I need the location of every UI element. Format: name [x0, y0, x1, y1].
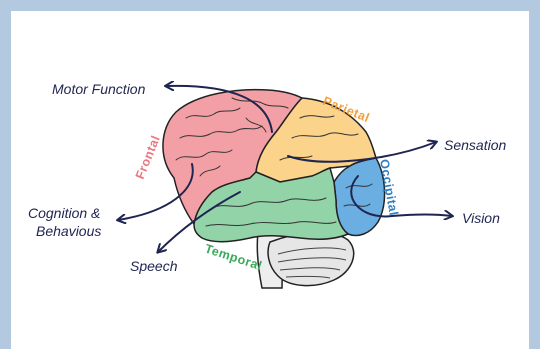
sensation-label: Sensation — [444, 137, 506, 153]
cognition-label-line2: Behavious — [36, 223, 101, 239]
temporal-label: Temporal — [203, 242, 264, 274]
speech-label: Speech — [130, 258, 178, 274]
frontal-label: Frontal — [133, 133, 163, 181]
cognition-label-line1: Cognition & — [28, 205, 100, 221]
motor-function-label: Motor Function — [52, 81, 146, 97]
occipital-lobe — [334, 158, 385, 236]
vision-label: Vision — [462, 210, 500, 226]
